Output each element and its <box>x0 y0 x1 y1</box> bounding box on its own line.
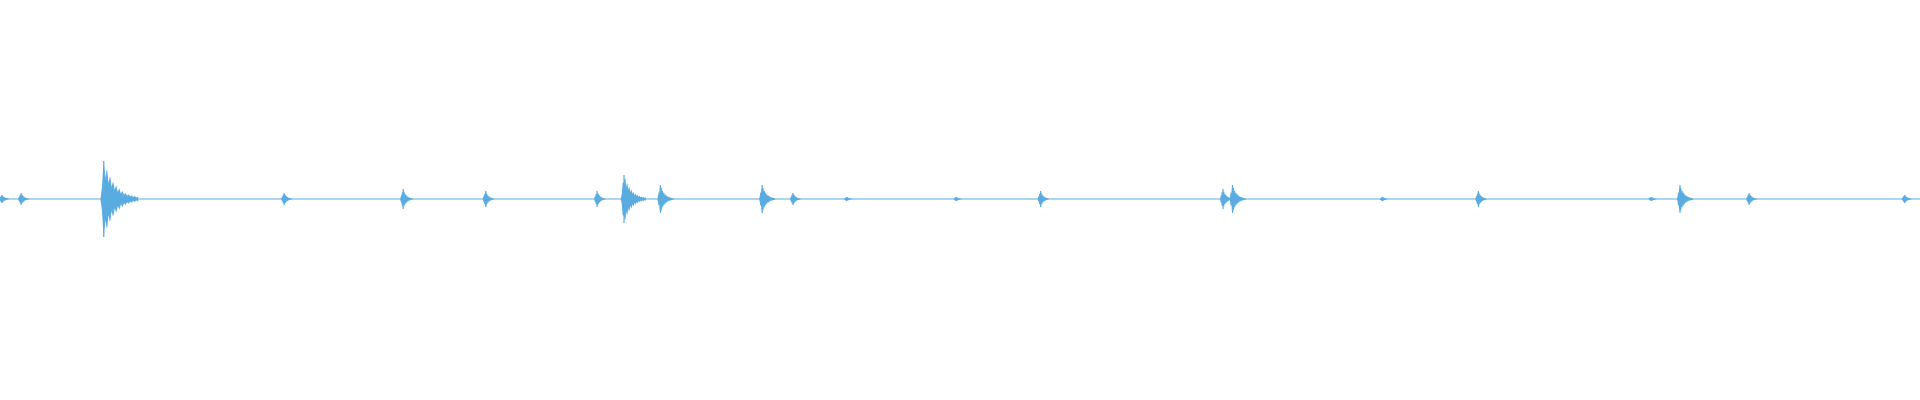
waveform-burst <box>758 186 776 212</box>
waveform-burst <box>1378 196 1391 202</box>
waveform-burst <box>789 193 802 205</box>
waveform-burst <box>1475 191 1487 207</box>
waveform-burst <box>280 193 293 205</box>
waveform-burst <box>1647 196 1660 202</box>
waveform-burst <box>17 193 30 205</box>
waveform-burst <box>1676 186 1693 212</box>
waveform-burst <box>657 186 674 212</box>
waveform-bursts <box>0 161 1913 237</box>
waveform-burst <box>1745 193 1758 205</box>
waveform-burst <box>593 191 606 207</box>
waveform-burst <box>399 188 413 210</box>
waveform-burst <box>482 191 495 207</box>
waveform-burst <box>1901 195 1913 203</box>
waveform-burst <box>1037 191 1049 207</box>
waveform-burst <box>100 161 139 237</box>
waveform-burst <box>952 196 965 202</box>
waveform-burst <box>1229 186 1246 212</box>
waveform-burst <box>842 196 855 202</box>
waveform-burst <box>620 178 646 220</box>
